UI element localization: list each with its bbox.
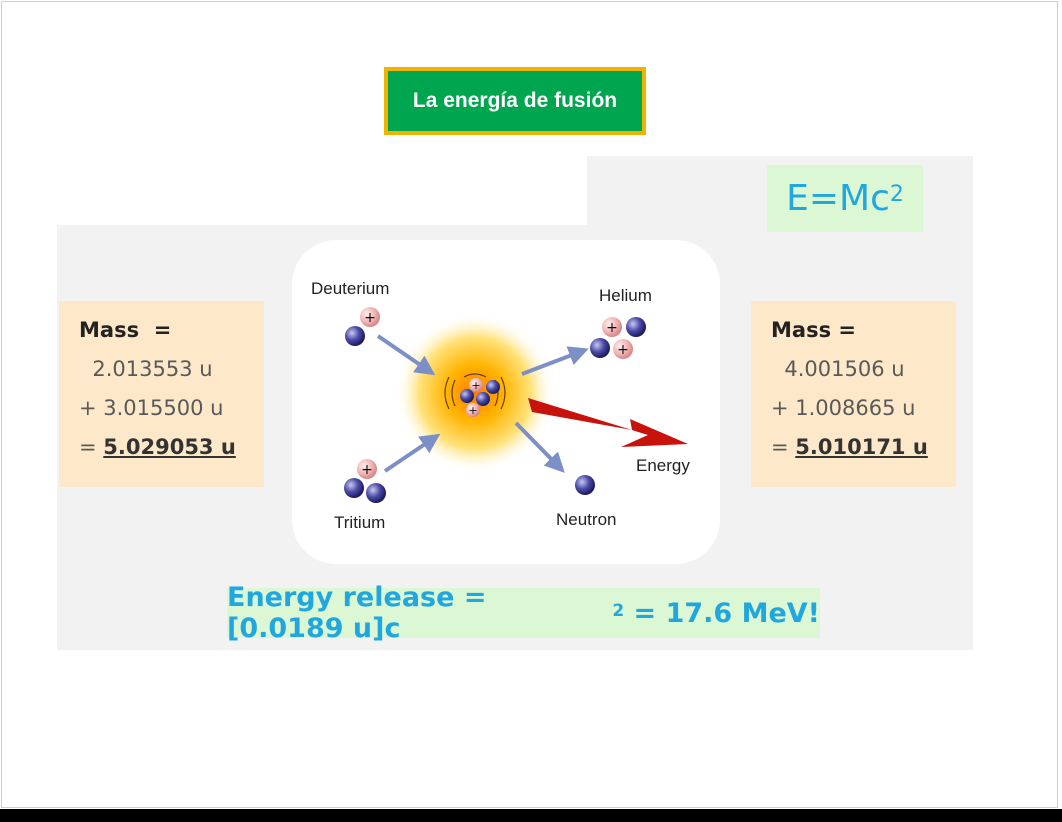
svg-text:+: +	[617, 342, 629, 358]
reactant-total-mass: 5.029053 u	[103, 435, 236, 459]
slide-title-text: La energía de fusión	[412, 89, 618, 112]
reactant-mass-heading: Mass =	[79, 318, 172, 342]
energy-arrow	[528, 398, 688, 447]
svg-text:+: +	[471, 379, 480, 392]
svg-text:+: +	[468, 404, 477, 417]
tritium-arrow	[383, 433, 441, 473]
formula-exponent: 2	[889, 182, 904, 207]
tritium-label: Tritium	[334, 513, 386, 532]
reactant-mass-box: Mass = 2.013553 u + 3.015500 u = 5.02905…	[59, 301, 264, 487]
tritium-mass: + 3.015500 u	[79, 396, 224, 420]
deuterium-arrow	[376, 334, 436, 376]
helium-arrow	[521, 346, 589, 376]
product-mass-box: Mass = 4.001506 u + 1.008665 u = 5.01017…	[751, 301, 956, 487]
deuterium-atom: +	[345, 307, 380, 346]
fusion-illustration: + + + + + +	[344, 307, 688, 503]
product-total-mass: 5.010171 u	[795, 435, 928, 459]
energy-release-exponent: 2	[612, 601, 625, 621]
helium-mass: 4.001506 u	[771, 357, 905, 381]
tritium-atom: +	[344, 459, 386, 503]
svg-text:+: +	[606, 320, 618, 336]
bottom-bar	[0, 809, 1062, 822]
helium-atom: + +	[590, 317, 646, 359]
fusion-glow	[395, 313, 555, 473]
product-total-line: = 5.010171 u	[771, 432, 956, 471]
energy-release-equation: Energy release = [0.0189 u]c 2 = 17.6 MeV…	[227, 582, 820, 644]
deuterium-label: Deuterium	[311, 279, 390, 298]
fusion-reaction-diagram: + + + + + + Deuterium Tritiu	[292, 240, 720, 564]
slide-title: La energía de fusión	[384, 67, 646, 135]
energy-release-lead: Energy release = [0.0189 u]c	[227, 582, 487, 644]
neutron-particle	[575, 475, 595, 495]
formula-base: E=Mc	[786, 178, 890, 219]
neutron-label: Neutron	[556, 510, 617, 529]
reactant-total-prefix: =	[79, 435, 104, 459]
neutron-mass: + 1.008665 u	[771, 396, 916, 420]
deuterium-mass: 2.013553 u	[79, 357, 213, 381]
fusing-nucleus: + +	[444, 373, 506, 417]
reactant-total-line: = 5.029053 u	[79, 432, 264, 471]
neutron-arrow	[514, 421, 565, 473]
product-mass-heading: Mass =	[771, 318, 856, 342]
svg-text:+: +	[364, 310, 376, 326]
energy-label: Energy	[636, 456, 690, 475]
energy-release-tail: = 17.6 MeV!	[624, 597, 820, 629]
helium-label: Helium	[599, 286, 652, 305]
product-total-prefix: =	[771, 435, 796, 459]
svg-text:+: +	[361, 462, 373, 478]
